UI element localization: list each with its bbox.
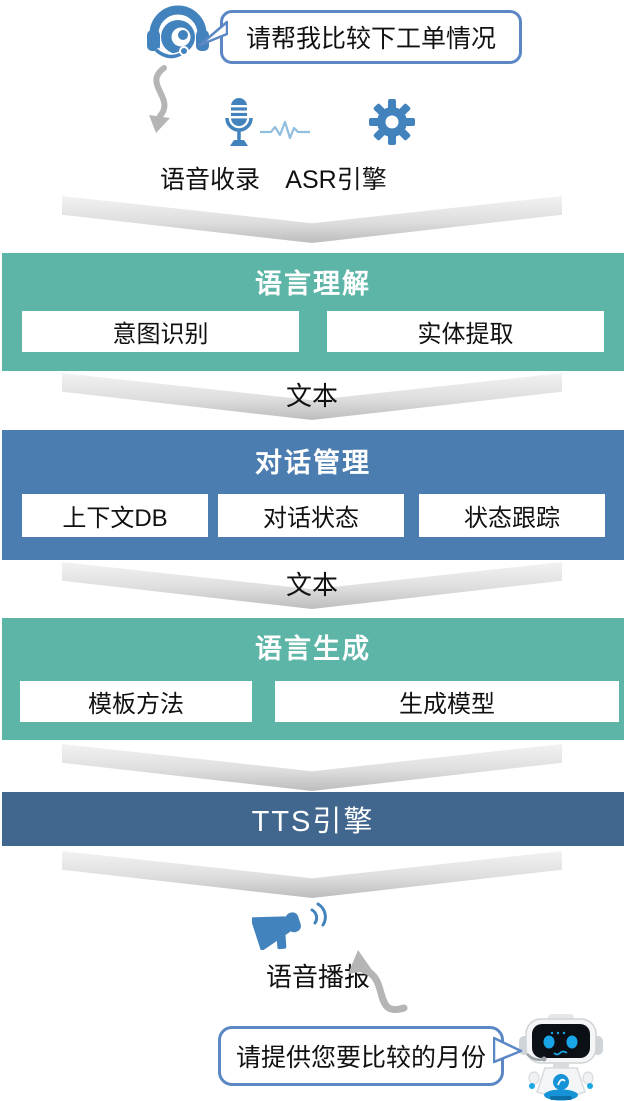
megaphone-icon xyxy=(252,902,327,950)
headset-icon xyxy=(147,5,209,60)
subbox-context-db: 上下文DB xyxy=(22,494,208,537)
chevron-down-connector xyxy=(62,744,562,791)
stage-language-generation: 语言生成 模板方法 生成模型 xyxy=(2,618,624,740)
stage-title: 对话管理 xyxy=(255,448,371,478)
stage-title: 语言生成 xyxy=(255,634,371,664)
voice-capture-label: 语音收录 xyxy=(159,166,260,194)
curved-arrow-down-icon xyxy=(149,65,170,133)
connector-text-label: 文本 xyxy=(285,570,338,600)
chevron-down-connector xyxy=(62,851,562,898)
subbox-intent-recognition: 意图识别 xyxy=(22,311,299,352)
subbox-generation-model: 生成模型 xyxy=(275,681,619,722)
asr-engine-label: ASR引擎 xyxy=(285,166,387,194)
user-speech-text: 请帮我比较下工单情况 xyxy=(245,25,496,53)
subbox-state-tracking: 状态跟踪 xyxy=(419,494,605,537)
bot-speech-bubble: 请提供您要比较的月份 xyxy=(218,1026,504,1086)
subbox-dialogue-state: 对话状态 xyxy=(218,494,404,537)
stage-dialogue-management: 对话管理 上下文DB 对话状态 状态跟踪 xyxy=(2,430,624,560)
tts-engine-label: TTS引擎 xyxy=(251,806,375,838)
bot-bubble-tail xyxy=(493,1036,523,1064)
bot-speech-text: 请提供您要比较的月份 xyxy=(235,1044,486,1072)
connector-text-label: 文本 xyxy=(285,381,338,411)
subbox-entity-extraction: 实体提取 xyxy=(327,311,604,352)
user-speech-bubble: 请帮我比较下工单情况 xyxy=(220,10,522,64)
stage-title: 语言理解 xyxy=(255,269,371,299)
curved-arrow-up-icon xyxy=(348,950,408,1014)
robot-icon xyxy=(519,1014,603,1101)
chevron-down-connector xyxy=(62,196,562,243)
subbox-template-method: 模板方法 xyxy=(20,681,252,722)
waveform-icon xyxy=(260,120,310,140)
tts-engine-band: TTS引擎 xyxy=(2,792,624,846)
microphone-icon xyxy=(225,98,253,146)
user-bubble-tail xyxy=(198,20,228,47)
stage-language-understanding: 语言理解 意图识别 实体提取 xyxy=(2,253,624,371)
gear-icon xyxy=(369,99,415,145)
